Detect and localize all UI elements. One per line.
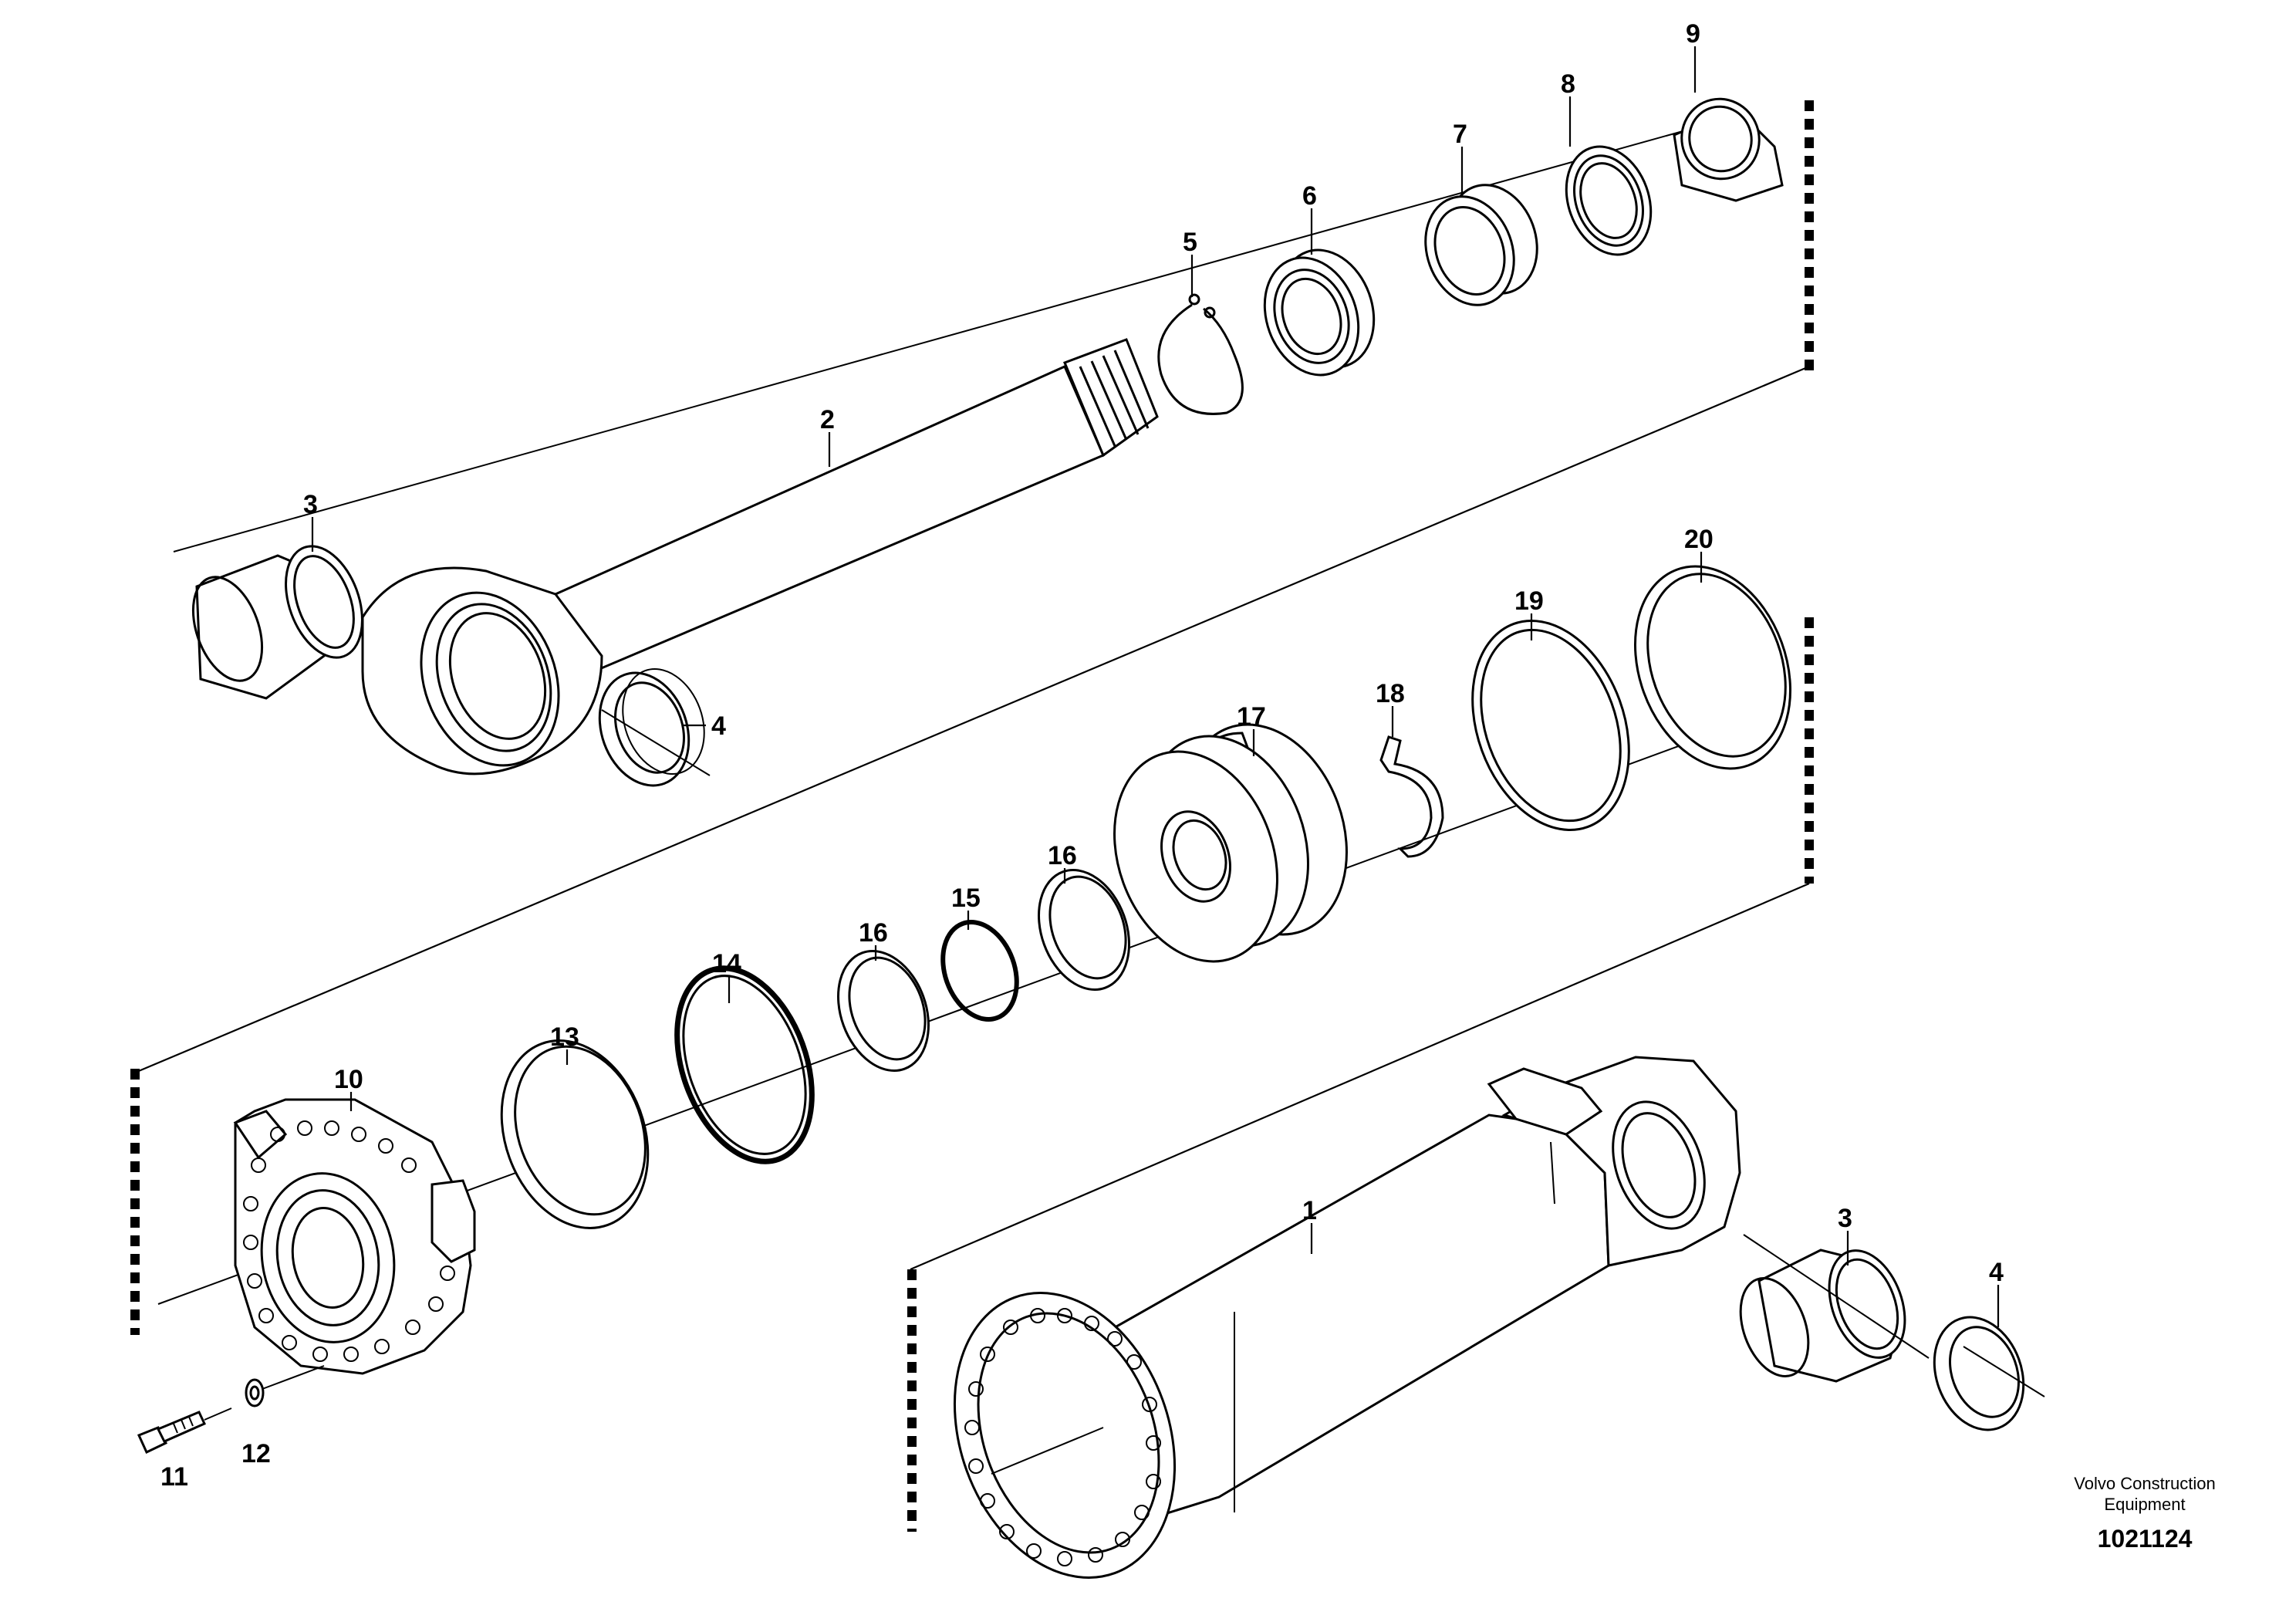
cylinder-tube	[953, 1056, 1741, 1579]
o-ring-small	[940, 920, 1019, 1022]
label-part-6: 6	[1302, 181, 1317, 211]
piston-rod	[361, 338, 1159, 776]
tube-bolt-holes	[964, 1308, 1161, 1566]
publisher-credit: Volvo Construction Equipment 1021124	[2074, 1474, 2215, 1553]
seal-ring-lower	[1933, 1316, 2045, 1431]
callout-labels: 1 2 3 3 4 4 5 6 7 8 9 10 11 12 13 14 15 …	[160, 19, 2004, 1492]
label-part-9: 9	[1686, 19, 1700, 49]
label-part-4-upper: 4	[711, 711, 726, 741]
label-part-17: 17	[1237, 702, 1266, 732]
seal-ring-left	[837, 950, 930, 1072]
label-part-7: 7	[1453, 120, 1467, 149]
hex-bolt	[137, 1407, 232, 1455]
label-part-8: 8	[1561, 69, 1575, 99]
label-part-15: 15	[951, 884, 981, 913]
document-number: 1021124	[2098, 1525, 2193, 1553]
bushing-upper	[191, 545, 363, 700]
bearing-sleeve	[1673, 97, 1784, 202]
piston	[1113, 723, 1348, 963]
label-part-2: 2	[820, 405, 835, 434]
bushing-lower	[1739, 1234, 1930, 1383]
label-part-12: 12	[241, 1439, 271, 1468]
label-part-5: 5	[1183, 228, 1197, 257]
piston-head-ring	[1263, 248, 1376, 377]
label-part-4-lower: 4	[1989, 1258, 2004, 1287]
label-leader-lines	[311, 46, 2000, 1327]
label-part-14: 14	[712, 949, 741, 978]
credit-line-1: Volvo Construction	[2074, 1474, 2215, 1493]
seal-ring-upper	[598, 668, 711, 787]
label-part-19: 19	[1514, 586, 1544, 616]
assembly-connector-lines	[130, 100, 1814, 1532]
label-part-16-left: 16	[859, 918, 888, 948]
o-ring-large	[674, 965, 815, 1164]
label-part-20: 20	[1684, 525, 1714, 554]
label-part-1: 1	[1302, 1196, 1317, 1225]
label-part-3-lower: 3	[1838, 1204, 1852, 1233]
seal-ring-right	[1038, 869, 1130, 991]
lock-clip	[1379, 735, 1444, 858]
wear-ring	[1471, 619, 1630, 832]
label-part-13: 13	[550, 1022, 579, 1052]
label-part-3-upper: 3	[303, 490, 318, 519]
label-part-16-right: 16	[1048, 841, 1077, 870]
guide-ring	[1424, 184, 1538, 306]
label-part-18: 18	[1376, 679, 1405, 708]
credit-line-2: Equipment	[2104, 1495, 2185, 1514]
cylinder-head	[233, 1098, 476, 1375]
wiper-seal	[1565, 145, 1653, 256]
head-bolt-holes	[243, 1120, 455, 1362]
backup-ring	[500, 1039, 650, 1229]
washer	[245, 1365, 325, 1407]
label-part-10: 10	[334, 1065, 363, 1094]
piston-seal-ring	[1633, 565, 1792, 770]
snap-ring	[1157, 293, 1244, 415]
label-part-11: 11	[160, 1462, 188, 1492]
